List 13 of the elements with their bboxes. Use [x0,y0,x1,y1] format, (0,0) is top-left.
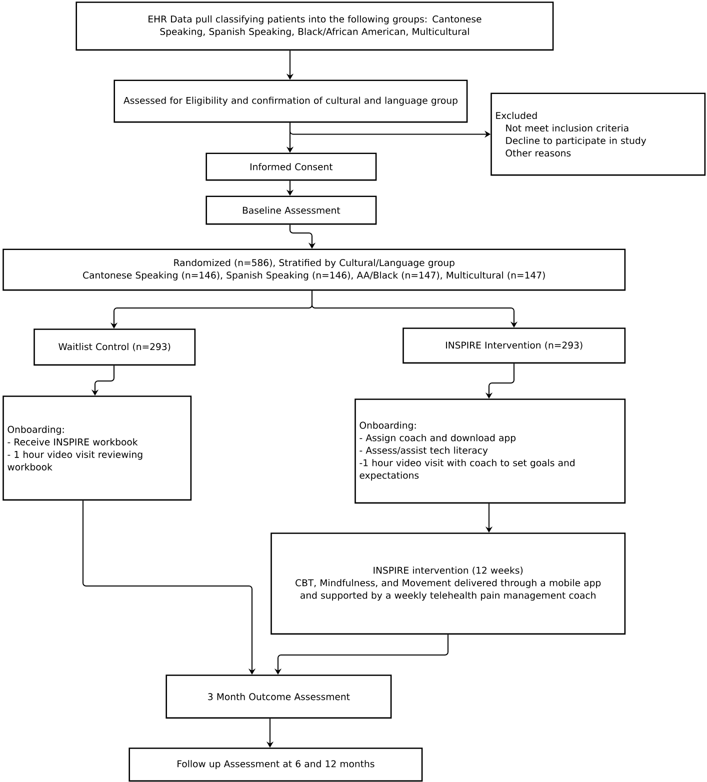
process-box: 3 Month Outcome Assessment [166,674,392,719]
process-box: Randomized (n=586), Stratified by Cultural/Language group Cantonese Speaking (n=146), Spanish Speaking (n=146), AA/Black (n=147), Multicultural (n=147) [2,248,626,291]
process-box: Onboarding: - Assign coach and download app - Assess/assist tech literacy -1 hour video visit with coach to set goals and expectations [354,398,626,504]
process-box: INSPIRE intervention (12 weeks) CBT, Mindfulness, and Movement delivered through a mobile app and supported by a weekly telehealth pain management coach [270,532,626,635]
exclusion-box: Excluded Not meet inclusion criteria Decline to participate in study Other reasons [490,92,706,176]
process-box: Informed Consent [206,152,377,181]
process-box: Baseline Assessment [206,196,377,225]
process-box: INSPIRE Intervention (n=293) [402,328,626,364]
process-box: Onboarding: - Receive INSPIRE workbook - 1 hour video visit reviewing workbook [2,396,192,501]
process-box: Follow up Assessment at 6 and 12 months [128,748,423,782]
process-box: EHR Data pull classifying patients into the following groups: Cantonese Speaking, Spanish Speaking, Black/African American, Multicultural [76,2,554,51]
process-box: Assessed for Eligibility and confirmation of cultural and language group [114,80,468,123]
process-box: Waitlist Control (n=293) [34,328,196,366]
